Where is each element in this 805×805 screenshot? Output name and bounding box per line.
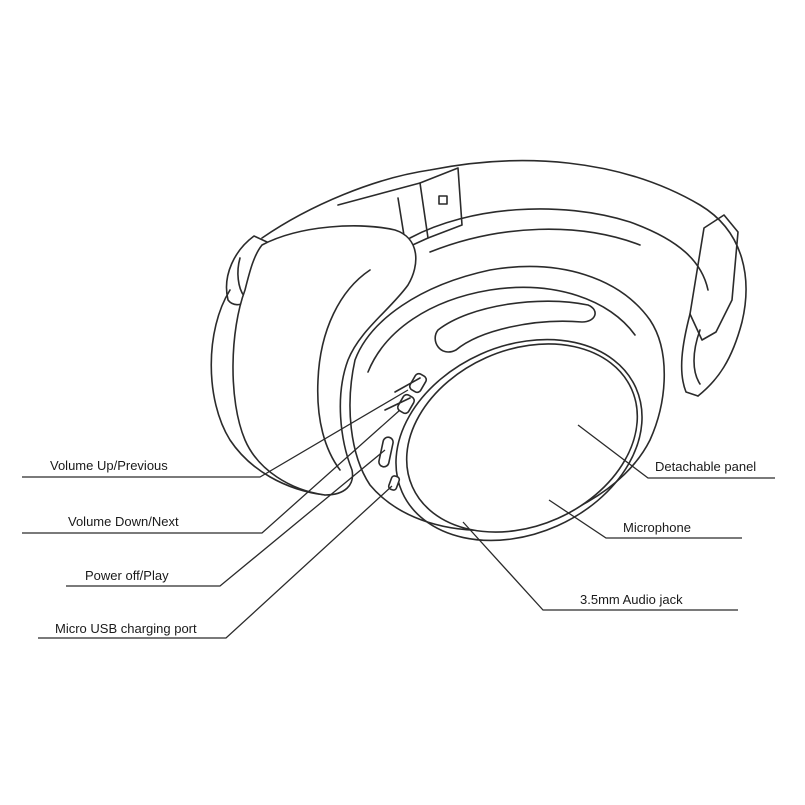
label-panel: Detachable panel — [655, 459, 756, 474]
button-bar — [384, 377, 421, 411]
label-volume-down: Volume Down/Next — [68, 514, 179, 529]
label-microphone: Microphone — [623, 520, 691, 535]
callout-line-microphone — [548, 499, 742, 539]
ear-cushion — [232, 225, 417, 496]
callout-line-volume-down — [22, 409, 401, 534]
callout-line-panel — [577, 424, 775, 479]
power-button — [378, 436, 394, 468]
headphone-illustration — [210, 159, 747, 542]
earcup-rim — [367, 286, 636, 373]
headband-inner-edge — [429, 228, 641, 253]
earcup-slot — [434, 300, 596, 353]
hinge-left-inner — [237, 257, 245, 297]
hinge-right-slot — [693, 329, 701, 385]
callout-lines — [22, 389, 775, 639]
headband-outer — [261, 159, 747, 397]
callout-line-volume-up — [22, 389, 409, 478]
label-usb: Micro USB charging port — [55, 621, 197, 636]
volume-down-button — [396, 393, 416, 415]
label-power: Power off/Play — [85, 568, 169, 583]
headband-slider-left-side — [419, 167, 463, 239]
ear-cushion-inner — [316, 269, 371, 471]
callout-line-power — [66, 449, 386, 587]
panel-rim — [395, 338, 643, 542]
callout-line-usb — [38, 485, 393, 639]
callout-line-audio-jack — [462, 521, 738, 611]
hinge-right-arm — [680, 313, 699, 397]
slider-button-icon — [438, 195, 448, 205]
labels: Volume Up/Previous Volume Down/Next Powe… — [50, 458, 756, 636]
left-earcup-shell — [210, 289, 326, 496]
volume-up-button — [408, 372, 428, 394]
detachable-panel — [405, 343, 639, 533]
hinge-right — [689, 214, 739, 341]
label-audio-jack: 3.5mm Audio jack — [580, 592, 683, 607]
label-volume-up: Volume Up/Previous — [50, 458, 168, 473]
